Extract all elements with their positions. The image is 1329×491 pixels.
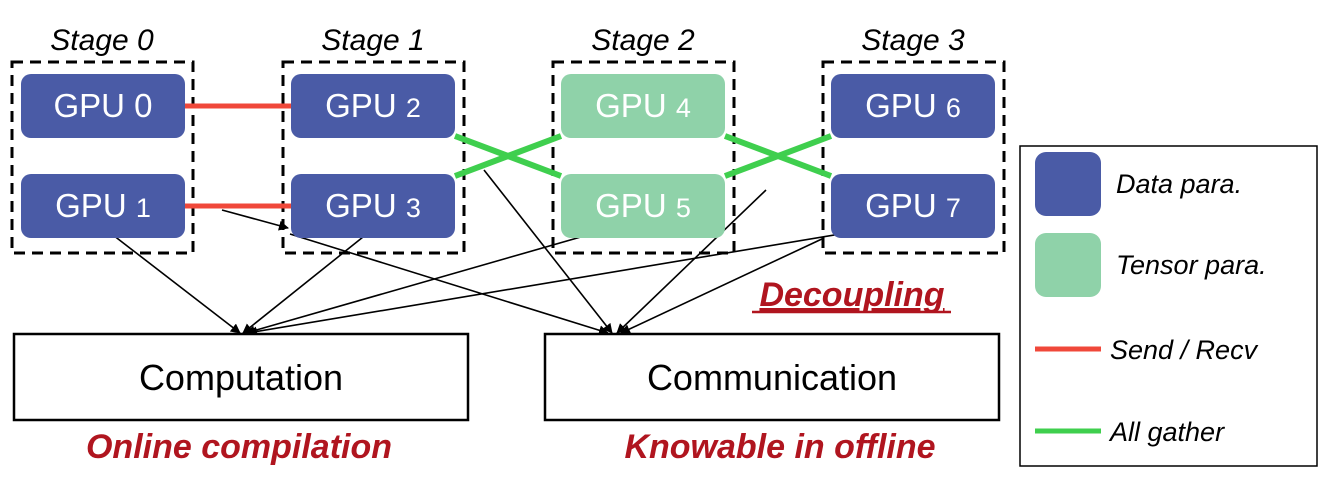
gpu-7-box (831, 174, 995, 238)
gpu-5-name: GPU (595, 187, 667, 224)
gpu-0: GPU 0 (21, 74, 185, 138)
gpu-0-num: 0 (134, 87, 152, 124)
arrow-gpu1-to-communication (221, 209, 289, 231)
svg-text:GPU 4: GPU 4 (595, 87, 691, 124)
decoupling-label: Decoupling (759, 276, 944, 314)
stage-3-frame (821, 60, 1006, 255)
gpu-2: GPU 2 (291, 74, 455, 138)
stage-2-frame (551, 60, 736, 255)
gpu-0-box (21, 74, 185, 138)
online-compilation-label: Online compilation (86, 428, 392, 466)
arrow-gpu7-to-computation (247, 221, 913, 337)
legend: Data para. Tensor para. Send / Recv All … (1019, 145, 1318, 467)
stage-0: Stage 0 GPU 0 GPU 1 (10, 24, 195, 255)
svg-text:GPU 3: GPU 3 (325, 187, 421, 224)
arrow-stage2-to-communication (616, 189, 767, 334)
legend-all-gather-label: All gather (1108, 417, 1225, 447)
gpu-2-name: GPU (325, 87, 397, 124)
gpu-6: GPU 6 (831, 74, 995, 138)
computation-label: Computation (139, 357, 343, 398)
stage-2-label: Stage 2 (591, 24, 695, 57)
gpu-5-num: 5 (676, 193, 691, 223)
gpu-3: GPU 3 (291, 174, 455, 238)
gpu-1-name: GPU (55, 187, 127, 224)
gpu-7-num: 7 (946, 193, 961, 223)
stage-0-frame (10, 60, 195, 255)
svg-text:GPU 1: GPU 1 (55, 187, 151, 224)
legend-item-all-gather: All gather (1035, 417, 1225, 447)
gpu-1-box (21, 174, 185, 238)
gpu-5: GPU 5 (561, 174, 725, 238)
stage-1: Stage 1 GPU 2 GPU 3 (281, 24, 466, 255)
stage-2: Stage 2 GPU 4 GPU 5 (551, 24, 736, 255)
data-para-swatch-icon (1035, 152, 1101, 216)
gpu-2-num: 2 (406, 93, 421, 123)
tensor-para-swatch-icon (1035, 233, 1101, 297)
stage-3-label: Stage 3 (861, 24, 965, 57)
gpu-7-name: GPU (865, 187, 937, 224)
arrow-gpu5-to-computation (245, 221, 634, 336)
legend-item-data-para: Data para. (1035, 152, 1242, 216)
gpu-6-num: 6 (946, 93, 961, 123)
gpu-4-num: 4 (676, 93, 691, 123)
arrow-gpu3-to-computation (242, 224, 379, 334)
svg-text:GPU 0: GPU 0 (53, 87, 152, 124)
communication-box: Communication (543, 332, 1001, 422)
computation-box: Computation (12, 332, 470, 422)
svg-text:GPU 7: GPU 7 (865, 187, 961, 224)
all-gather-gpu5-gpu6 (723, 133, 833, 179)
legend-data-para-label: Data para. (1116, 169, 1242, 199)
arrow-gpu2-to-communication (483, 169, 613, 334)
send-recv-links (185, 103, 291, 209)
arrow-stage3-to-communication (620, 237, 825, 334)
gpu-3-num: 3 (406, 193, 421, 223)
gpu-0-name: GPU (53, 87, 125, 124)
gpu-4-box (561, 74, 725, 138)
gpu-5-box (561, 174, 725, 238)
legend-send-recv-label: Send / Recv (1110, 335, 1259, 365)
stage-1-frame (281, 60, 466, 255)
gpu-3-name: GPU (325, 187, 397, 224)
legend-item-send-recv: Send / Recv (1035, 335, 1259, 365)
gpu-7: GPU 7 (831, 174, 995, 238)
legend-tensor-para-label: Tensor para. (1116, 250, 1267, 280)
svg-text:GPU 5: GPU 5 (595, 187, 691, 224)
all-gather-gpu3-gpu4 (453, 133, 563, 179)
knowable-offline-label: Knowable in offline (624, 428, 935, 466)
gpu-4: GPU 4 (561, 74, 725, 138)
gpu-1-num: 1 (136, 193, 151, 223)
gpu-6-box (831, 74, 995, 138)
gpu-4-name: GPU (595, 87, 667, 124)
svg-text:GPU 6: GPU 6 (865, 87, 961, 124)
gpu-6-name: GPU (865, 87, 937, 124)
stage-3: Stage 3 GPU 6 GPU 7 (821, 24, 1006, 255)
stage-1-label: Stage 1 (321, 24, 424, 57)
all-gather-links (453, 133, 833, 179)
dependency-arrows (99, 169, 913, 337)
gpu-2-box (291, 74, 455, 138)
gpu-1: GPU 1 (21, 174, 185, 238)
arrow-stage1-to-communication (289, 233, 609, 336)
gpu-3-box (291, 174, 455, 238)
arrow-gpu1-to-computation (99, 224, 241, 334)
communication-label: Communication (647, 357, 897, 398)
svg-text:GPU 2: GPU 2 (325, 87, 421, 124)
stage-0-label: Stage 0 (50, 24, 154, 57)
legend-item-tensor-para: Tensor para. (1035, 233, 1267, 297)
